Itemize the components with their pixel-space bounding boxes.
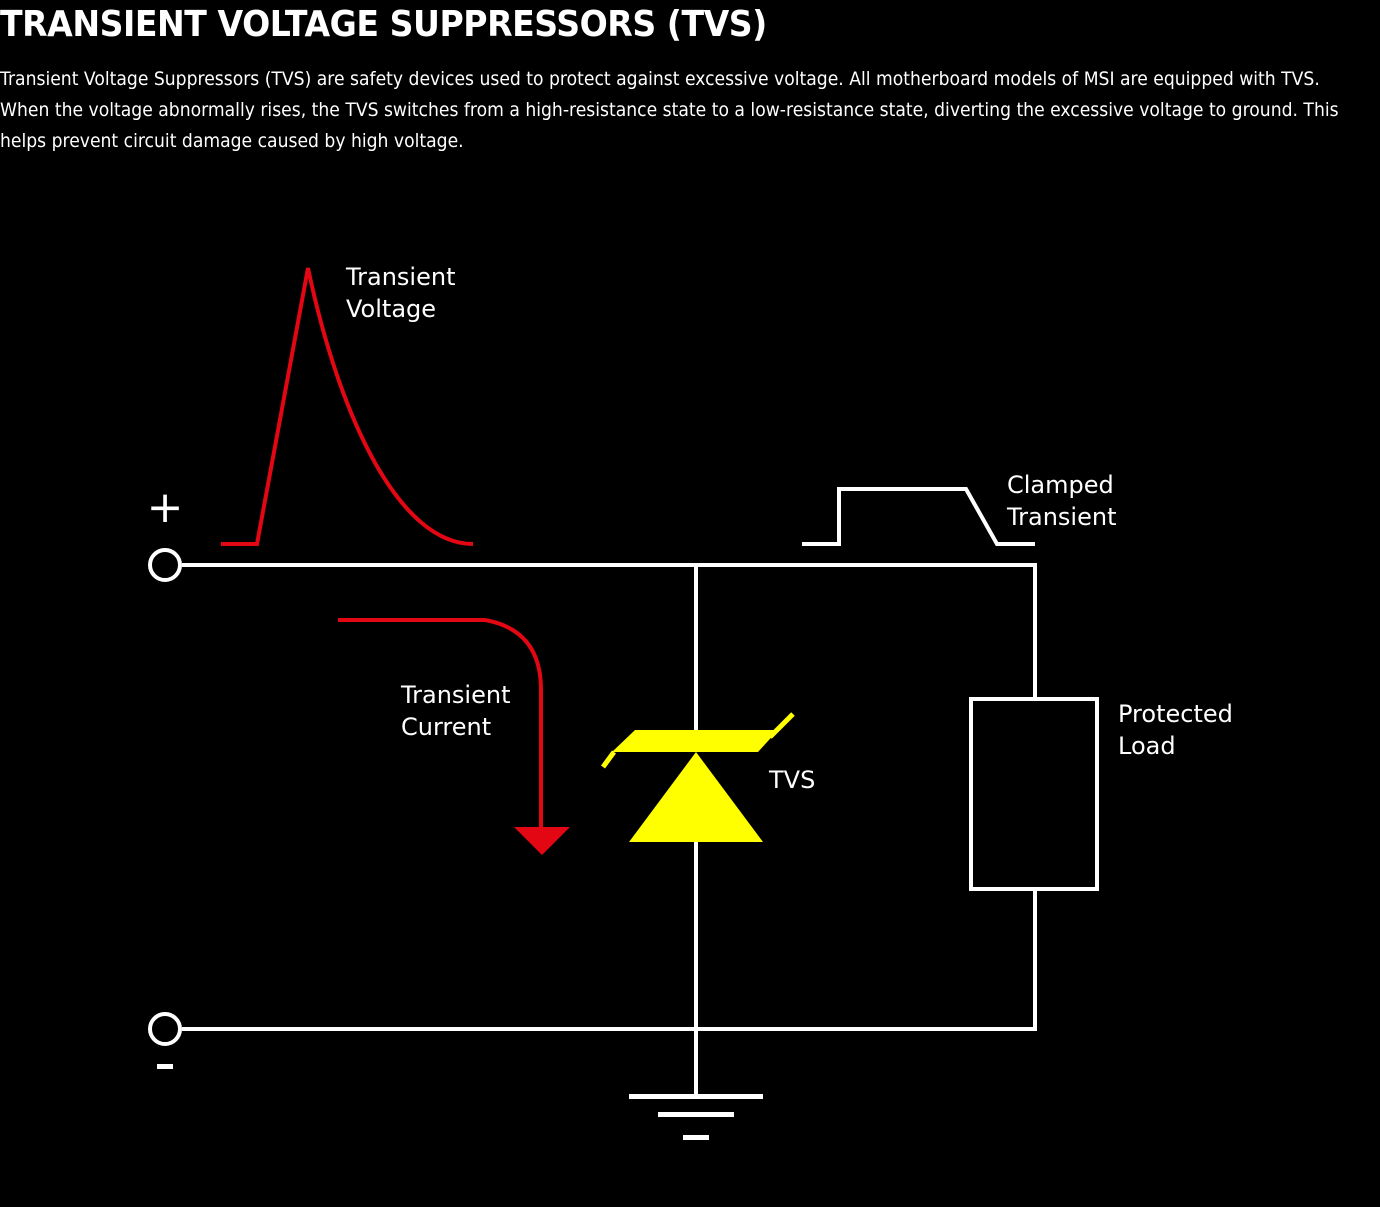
transient-current-path [338,618,543,830]
tvs-diode-icon [600,712,795,842]
transient-current-arrowhead-icon [514,827,570,855]
transient-current-label: Transient Current [400,681,518,741]
description-line: When the voltage abnormally rises, the T… [0,99,1339,121]
description: Transient Voltage Suppressors (TVS) are … [0,64,1358,157]
description-line: helps prevent circuit damage caused by h… [0,130,464,152]
protected-load-box [969,697,1099,891]
negative-sign-icon [157,1064,173,1069]
tvs-label: TVS [768,766,815,794]
protected-load-label: Protected Load [1118,700,1241,760]
clamped-transient-label: Clamped Transient [1006,471,1121,531]
positive-terminal-icon [148,548,182,582]
description-line: Transient Voltage Suppressors (TVS) are … [0,68,1320,90]
page-title: TRANSIENT VOLTAGE SUPPRESSORS (TVS) [0,4,767,45]
negative-terminal-icon [148,1012,182,1046]
clamped-transient-waveform [802,487,1035,546]
transient-voltage-label: Transient Voltage [345,263,463,323]
ground-icon [629,1094,763,1140]
circuit-wires [182,563,1037,1096]
transient-voltage-waveform [221,267,474,546]
positive-sign: + [147,482,184,533]
